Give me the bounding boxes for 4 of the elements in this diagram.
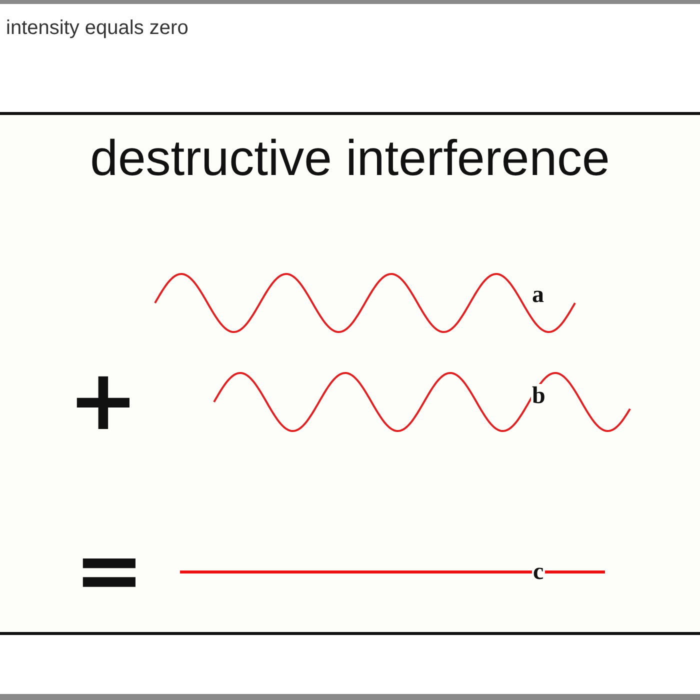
equals-sign: = bbox=[74, 528, 144, 612]
caption-text: intensity equals zero bbox=[6, 18, 188, 38]
plus-sign: + bbox=[68, 358, 138, 442]
title: destructive interference bbox=[89, 133, 611, 183]
